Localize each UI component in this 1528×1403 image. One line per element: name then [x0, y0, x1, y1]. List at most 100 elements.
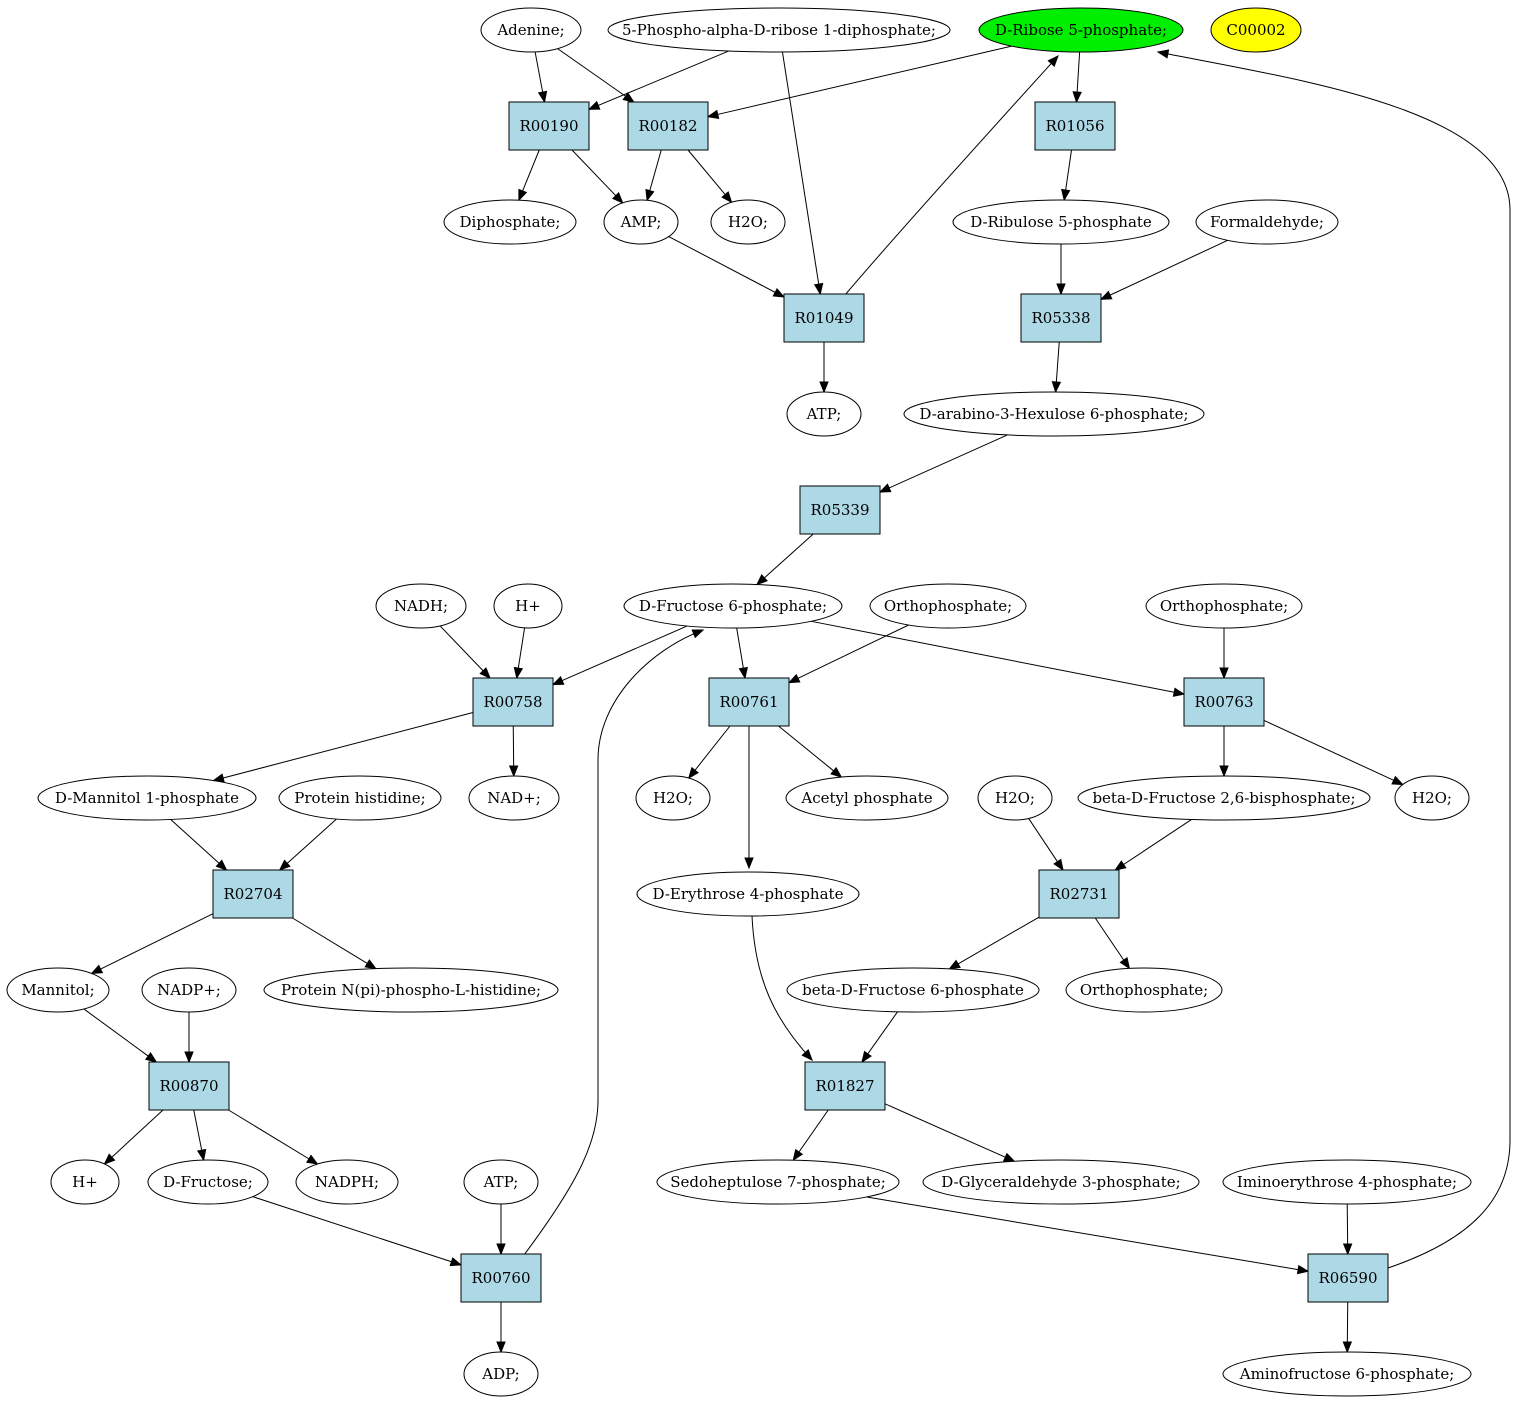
reaction-label: R05338 — [1031, 309, 1090, 327]
arrowhead-adenine-to-R00182 — [622, 92, 635, 103]
compound-ellipse — [1222, 1351, 1472, 1397]
reaction-node-R01056[interactable]: R01056 — [1034, 101, 1116, 151]
compound-node-f26bp[interactable]: beta-D-Fructose 2,6-bisphosphate; — [1077, 775, 1371, 821]
arrowhead-r5p-to-R00182 — [706, 109, 720, 119]
compound-label: Aminofructose 6-phosphate; — [1239, 1365, 1455, 1383]
reaction-node-R06590[interactable]: R06590 — [1307, 1253, 1389, 1303]
compound-node-prpp[interactable]: 5-Phospho-alpha-D-ribose 1-diphosphate; — [607, 7, 951, 53]
compound-node-aminof6p[interactable]: Aminofructose 6-phosphate; — [1222, 1351, 1472, 1397]
reaction-node-R02731[interactable]: R02731 — [1038, 869, 1120, 919]
compound-node-s7p[interactable]: Sedoheptulose 7-phosphate; — [656, 1159, 900, 1205]
reaction-node-R05339[interactable]: R05339 — [799, 485, 881, 535]
compound-node-formaldehyde[interactable]: Formaldehyde; — [1195, 199, 1339, 245]
edge-R02731-to-pi_c — [1094, 917, 1125, 961]
arrowhead-hexulose6p-to-R05339 — [878, 483, 892, 493]
compound-ellipse — [1195, 199, 1339, 245]
edge-R01827-to-g3p — [884, 1103, 1006, 1158]
arrowhead-R00870-to-fructose — [196, 1148, 207, 1162]
reaction-label: R00758 — [483, 693, 542, 711]
compound-node-pi_a[interactable]: Orthophosphate; — [869, 583, 1027, 629]
compound-node-mannitol[interactable]: Mannitol; — [6, 967, 110, 1013]
compound-node-hexulose6p[interactable]: D-arabino-3-Hexulose 6-phosphate; — [903, 391, 1205, 437]
compound-ellipse — [635, 775, 711, 821]
compound-ellipse — [786, 391, 862, 437]
arrowhead-R00182-to-h2o_a — [721, 191, 733, 204]
reaction-node-R00870[interactable]: R00870 — [148, 1061, 230, 1111]
compound-node-prot_his[interactable]: Protein histidine; — [278, 775, 442, 821]
arrowhead-f6p-to-R00758 — [551, 676, 565, 686]
compound-ellipse — [463, 1159, 539, 1205]
compound-ellipse — [922, 1159, 1200, 1205]
compound-node-nadplus[interactable]: NAD+; — [468, 775, 560, 821]
compound-node-atp_a[interactable]: ATP; — [786, 391, 862, 437]
compound-node-h2o_c[interactable]: H2O; — [977, 775, 1053, 821]
compound-node-bf6p[interactable]: beta-D-Fructose 6-phosphate — [786, 967, 1040, 1013]
arrowhead-r5p-to-R01056 — [1072, 91, 1082, 104]
compound-node-acetylp[interactable]: Acetyl phosphate — [785, 775, 949, 821]
compound-node-hplus_a[interactable]: H+ — [493, 583, 563, 629]
compound-node-nadph[interactable]: NADPH; — [295, 1159, 399, 1205]
compound-node-iminoe4p[interactable]: Iminoerythrose 4-phosphate; — [1222, 1159, 1472, 1205]
reaction-node-R00182[interactable]: R00182 — [627, 101, 709, 151]
reaction-node-R01049[interactable]: R01049 — [783, 293, 865, 343]
edge-bf6p-to-R01827 — [867, 1011, 898, 1055]
edge-R06590-to-r5p — [1157, 51, 1511, 1269]
reaction-node-R00760[interactable]: R00760 — [460, 1253, 542, 1303]
reaction-node-R01827[interactable]: R01827 — [804, 1061, 886, 1111]
compound-ellipse — [786, 967, 1040, 1013]
compound-label: ADP; — [481, 1365, 519, 1383]
reaction-node-R00763[interactable]: R00763 — [1183, 677, 1265, 727]
reaction-node-R00761[interactable]: R00761 — [708, 677, 790, 727]
compound-ellipse — [375, 583, 467, 629]
reaction-node-R00758[interactable]: R00758 — [472, 677, 554, 727]
arrowhead-pi_a-to-R00761 — [787, 673, 801, 684]
edge-R00870-to-nadph — [228, 1109, 310, 1160]
compound-node-e4p[interactable]: D-Erythrose 4-phosphate — [636, 871, 860, 917]
reaction-box — [627, 101, 709, 151]
compound-node-nadpplus[interactable]: NADP+; — [141, 967, 237, 1013]
compound-label: Acetyl phosphate — [800, 789, 932, 807]
edge-hexulose6p-to-R05339 — [888, 434, 1008, 489]
compound-label: C00002 — [1226, 21, 1285, 39]
reaction-node-R05338[interactable]: R05338 — [1020, 293, 1102, 343]
compound-node-mannitol1p[interactable]: D-Mannitol 1-phosphate — [37, 775, 257, 821]
compound-ellipse — [1222, 1159, 1472, 1205]
compound-node-h2o_d[interactable]: H2O; — [1394, 775, 1470, 821]
compound-node-g3p[interactable]: D-Glyceraldehyde 3-phosphate; — [922, 1159, 1200, 1205]
compound-node-amp[interactable]: AMP; — [603, 199, 679, 245]
arrowhead-hplus_a-to-R00758 — [513, 666, 524, 680]
compound-node-r5p[interactable]: D-Ribose 5-phosphate; — [978, 7, 1184, 53]
compound-node-h2o_b[interactable]: H2O; — [635, 775, 711, 821]
arrowhead-prpp-to-R01049 — [813, 282, 824, 296]
compound-node-atp_b[interactable]: ATP; — [463, 1159, 539, 1205]
edge-R00760-to-f6p — [523, 629, 704, 1256]
compound-node-hplus_b[interactable]: H+ — [50, 1159, 120, 1205]
compound-node-pi_b[interactable]: Orthophosphate; — [1145, 583, 1303, 629]
compound-node-nadh[interactable]: NADH; — [375, 583, 467, 629]
arrowhead-ru5p-to-R05338 — [1056, 283, 1066, 296]
compound-node-prot_phis[interactable]: Protein N(pi)-phospho-L-histidine; — [263, 967, 559, 1013]
edge-h2o_c-to-R02731 — [1028, 818, 1058, 862]
edge-R02704-to-prot_phis — [292, 917, 368, 964]
compound-label: H2O; — [995, 789, 1035, 807]
compound-ellipse — [903, 391, 1205, 437]
compound-node-c00002[interactable]: C00002 — [1210, 7, 1302, 53]
edge-R00870-to-fructose — [193, 1109, 203, 1151]
reaction-node-R00190[interactable]: R00190 — [508, 101, 590, 151]
compound-node-fructose[interactable]: D-Fructose; — [147, 1159, 269, 1205]
compound-node-f6p[interactable]: D-Fructose 6-phosphate; — [623, 583, 843, 629]
compound-node-pi_c[interactable]: Orthophosphate; — [1065, 967, 1223, 1013]
reaction-label: R00760 — [471, 1269, 530, 1287]
reaction-box — [1307, 1253, 1389, 1303]
compound-ellipse — [656, 1159, 900, 1205]
arrowhead-mannitol1p-to-R02704 — [215, 859, 228, 871]
compound-node-adenine[interactable]: Adenine; — [480, 7, 582, 53]
reaction-node-R02704[interactable]: R02704 — [212, 869, 294, 919]
compound-node-adp[interactable]: ADP; — [463, 1351, 539, 1397]
compound-node-ru5p[interactable]: D-Ribulose 5-phosphate — [952, 199, 1170, 245]
arrowhead-R02704-to-mannitol — [90, 964, 104, 975]
edge-f6p-to-R00763 — [811, 620, 1175, 693]
nodes-layer: Adenine; 5-Phospho-alpha-D-ribose 1-dipho… — [6, 7, 1472, 1397]
compound-node-diphosphate[interactable]: Diphosphate; — [443, 199, 577, 245]
compound-node-h2o_a[interactable]: H2O; — [710, 199, 786, 245]
